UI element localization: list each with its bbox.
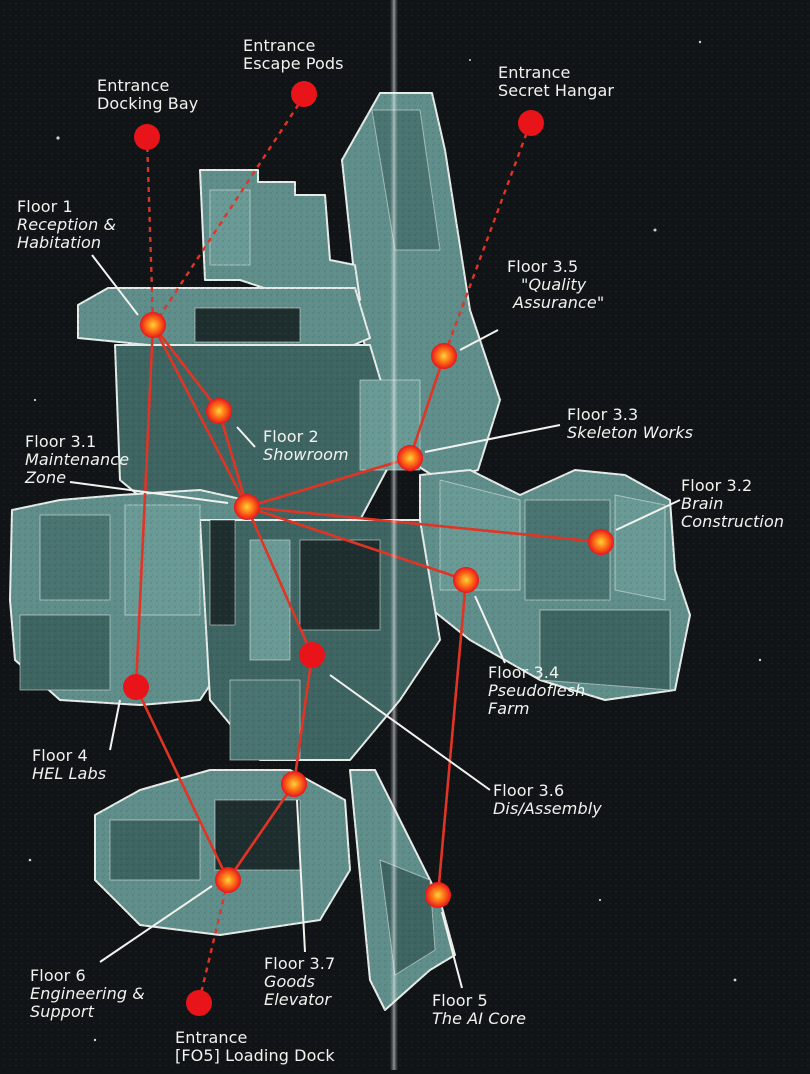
label-sub: Dis/Assembly (493, 800, 602, 818)
label-sub: HEL Labs (32, 765, 106, 783)
label-sub: Brain (681, 495, 784, 513)
label-entrance-escape-pods: Entrance Escape Pods (243, 37, 344, 73)
label-title: Entrance (498, 64, 614, 82)
label-title: Floor 3.7 (264, 955, 335, 973)
label-title: Floor 4 (32, 747, 106, 765)
label-sub: Construction (681, 513, 784, 531)
label-sub: Habitation (17, 234, 116, 252)
label-entrance-loading-dock: Entrance [FO5] Loading Dock (175, 1029, 335, 1065)
label-sub: "Quality (507, 276, 604, 294)
marker-floor-6 (215, 867, 241, 893)
label-sub: Showroom (263, 446, 349, 464)
marker-secret-hangar (518, 110, 544, 136)
label-sub: Elevator (264, 991, 335, 1009)
label-title: Entrance (97, 77, 198, 95)
label-sub: Goods (264, 973, 335, 991)
label-floor-4: Floor 4 HEL Labs (32, 747, 106, 783)
label-sub: Farm (488, 700, 585, 718)
label-title: Floor 3.1 (25, 433, 129, 451)
label-sub: [FO5] Loading Dock (175, 1047, 335, 1065)
label-entrance-docking-bay: Entrance Docking Bay (97, 77, 198, 113)
label-sub: Pseudoflesh (488, 682, 585, 700)
label-floor-1: Floor 1 Reception & Habitation (17, 198, 116, 252)
label-floor-5: Floor 5 The AI Core (432, 992, 526, 1028)
marker-escape-pods (291, 81, 317, 107)
label-title: Floor 3.4 (488, 664, 585, 682)
marker-floor-3-4 (453, 567, 479, 593)
label-title: Floor 5 (432, 992, 526, 1010)
label-title: Entrance (243, 37, 344, 55)
label-title: Floor 2 (263, 428, 349, 446)
label-sub: Reception & (17, 216, 116, 234)
marker-floor-3-7 (281, 771, 307, 797)
marker-floor-3-3 (397, 445, 423, 471)
label-floor-3-4: Floor 3.4 Pseudoflesh Farm (488, 664, 585, 718)
label-sub: Secret Hangar (498, 82, 614, 100)
label-title: Floor 1 (17, 198, 116, 216)
marker-loading-dock (186, 990, 212, 1016)
paper-fold (390, 0, 398, 1070)
label-sub: Maintenance (25, 451, 129, 469)
marker-floor-3-6 (299, 642, 325, 668)
label-floor-3-7: Floor 3.7 Goods Elevator (264, 955, 335, 1009)
label-sub: Support (30, 1003, 145, 1021)
label-title: Floor 3.2 (681, 477, 784, 495)
label-sub: The AI Core (432, 1010, 526, 1028)
label-title: Entrance (175, 1029, 335, 1047)
label-floor-3-1: Floor 3.1 Maintenance Zone (25, 433, 129, 487)
label-floor-2: Floor 2 Showroom (263, 428, 349, 464)
label-sub: Escape Pods (243, 55, 344, 73)
marker-floor-3-1 (234, 494, 260, 520)
label-sub: Skeleton Works (567, 424, 693, 442)
label-floor-3-5: Floor 3.5 "Quality Assurance" (507, 258, 604, 312)
label-floor-6: Floor 6 Engineering & Support (30, 967, 145, 1021)
label-sub: Zone (25, 469, 129, 487)
marker-docking-bay (134, 124, 160, 150)
label-floor-3-6: Floor 3.6 Dis/Assembly (493, 782, 602, 818)
marker-floor-2 (206, 398, 232, 424)
marker-floor-5 (425, 882, 451, 908)
label-sub: Engineering & (30, 985, 145, 1003)
label-sub: Docking Bay (97, 95, 198, 113)
label-floor-3-2: Floor 3.2 Brain Construction (681, 477, 784, 531)
label-entrance-secret-hangar: Entrance Secret Hangar (498, 64, 614, 100)
marker-floor-1 (140, 312, 166, 338)
label-floor-3-3: Floor 3.3 Skeleton Works (567, 406, 693, 442)
label-title: Floor 3.6 (493, 782, 602, 800)
label-title: Floor 3.3 (567, 406, 693, 424)
label-title: Floor 3.5 (507, 258, 604, 276)
marker-floor-3-2 (588, 529, 614, 555)
marker-floor-4 (123, 674, 149, 700)
label-title: Floor 6 (30, 967, 145, 985)
marker-floor-3-5 (431, 343, 457, 369)
label-sub: Assurance" (507, 294, 604, 312)
